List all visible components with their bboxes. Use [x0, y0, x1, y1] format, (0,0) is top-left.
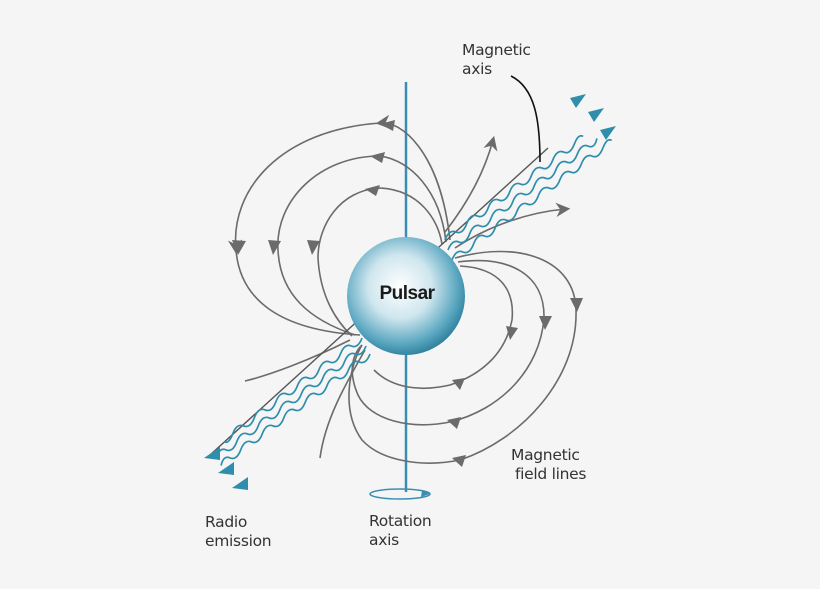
field-lines-upper-left: [227, 114, 451, 337]
rotation-arrow-icon: [369, 488, 431, 500]
radio-beam-upper: [444, 94, 616, 261]
arrow-icon: [600, 126, 616, 140]
arrow-icon: [232, 477, 248, 490]
magnetic-axis-label: Magnetic axis: [462, 41, 531, 78]
arrow-icon: [218, 462, 234, 475]
field-lines-upper-right: [444, 135, 571, 249]
radio-emission-label: Radio emission: [205, 513, 272, 550]
magnetic-field-lines-label: Magnetic field lines: [511, 446, 587, 483]
radio-beam-lower: [204, 337, 371, 490]
arrow-icon: [570, 94, 586, 108]
magnetic-axis-pointer: [510, 75, 541, 163]
arrow-icon: [588, 108, 604, 122]
pulsar-label: Pulsar: [379, 283, 435, 304]
arrow-icon: [204, 447, 220, 460]
field-lines-lower-right: [348, 250, 583, 467]
pulsar-sphere: [347, 237, 465, 355]
rotation-axis-label: Rotation axis: [369, 512, 432, 549]
